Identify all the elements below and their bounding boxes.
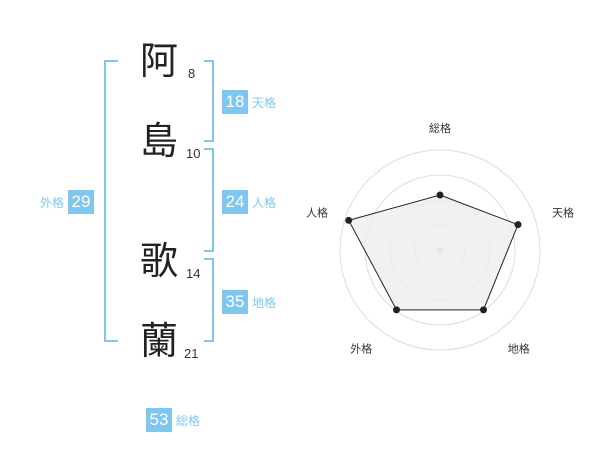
soukaku-badge: 53 総格 [146,408,200,432]
radar-point-3 [393,306,401,314]
gaikaku-badge: 外格 29 [40,190,95,214]
tenkaku-badge: 18 天格 [222,90,276,114]
soukaku-label: 総格 [176,413,201,428]
tenkaku-bracket [204,60,214,142]
name-char-1: 阿 [140,39,179,83]
chikaku-badge: 35 地格 [222,290,276,314]
radar-point-0 [436,191,444,199]
chikaku-value: 35 [222,290,248,314]
name-char-3: 歌 [140,239,179,283]
chikaku-bracket [204,258,214,342]
radar-axis-label-1: 天格 [552,205,574,219]
jinkaku-badge: 24 人格 [222,190,276,214]
tenkaku-value: 18 [222,90,248,114]
radar-point-1 [514,221,522,229]
name-char-4: 蘭 [140,319,179,363]
radar-axis-label-4: 人格 [306,205,328,219]
radar-axis-label-3: 外格 [350,342,372,356]
soukaku-value: 53 [146,408,172,432]
radar-ring [339,149,541,351]
gaikaku-bracket [104,60,118,342]
stroke-count-3: 14 [186,266,201,281]
radar-point-2 [479,306,487,314]
stroke-count-1: 8 [188,66,196,81]
radar-polygon [347,194,519,311]
jinkaku-value: 24 [222,190,248,214]
gaikaku-value: 29 [68,190,95,214]
name-char-2: 島 [140,119,179,163]
stroke-count-2: 10 [186,146,201,161]
jinkaku-bracket [204,148,214,252]
chikaku-label: 地格 [252,295,277,310]
radar-point-4 [345,216,353,224]
tenkaku-label: 天格 [252,95,277,110]
radar-axis-label-2: 地格 [508,342,530,356]
gaikaku-label: 外格 [40,195,65,210]
stroke-count-4: 21 [184,346,199,361]
jinkaku-label: 人格 [252,195,277,210]
radar-axis-label-0: 総格 [429,121,451,135]
